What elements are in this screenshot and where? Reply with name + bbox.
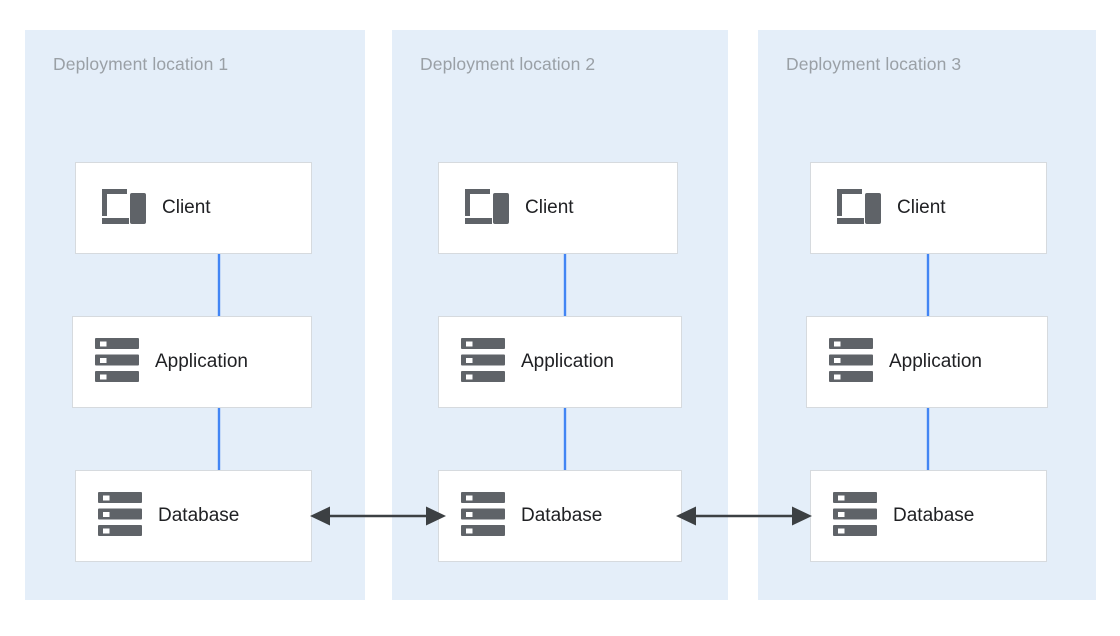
- server-rack-icon: [461, 336, 505, 389]
- deployment-location-panel-2: Deployment location 2 Client: [392, 30, 728, 600]
- server-rack-icon: [95, 336, 139, 389]
- node-label-application-1: Application: [155, 351, 248, 372]
- node-label-database-3: Database: [893, 505, 975, 526]
- node-application-2[interactable]: Application: [438, 316, 682, 408]
- node-label-client-3: Client: [897, 197, 946, 218]
- node-label-client-2: Client: [525, 197, 574, 218]
- node-database-2[interactable]: Database: [438, 470, 682, 562]
- node-application-1[interactable]: Application: [72, 316, 312, 408]
- panel-title-2: Deployment location 2: [420, 54, 596, 74]
- panel-title-3: Deployment location 3: [786, 54, 962, 74]
- node-label-application-3: Application: [889, 351, 982, 372]
- node-label-application-2: Application: [521, 351, 614, 372]
- server-rack-icon: [461, 490, 505, 543]
- node-client-3[interactable]: Client: [810, 162, 1047, 254]
- node-client-2[interactable]: Client: [438, 162, 678, 254]
- node-database-1[interactable]: Database: [75, 470, 312, 562]
- replication-arrow-db2-db3: [676, 506, 812, 526]
- server-rack-icon: [98, 490, 142, 543]
- deployment-location-panel-1: Deployment location 1 Client: [25, 30, 365, 600]
- node-application-3[interactable]: Application: [806, 316, 1048, 408]
- client-devices-icon: [833, 185, 881, 232]
- replication-arrow-db1-db2: [310, 506, 446, 526]
- node-label-database-1: Database: [158, 505, 240, 526]
- client-devices-icon: [461, 185, 509, 232]
- server-rack-icon: [829, 336, 873, 389]
- server-rack-icon: [833, 490, 877, 543]
- panel-title-1: Deployment location 1: [53, 54, 229, 74]
- deployment-location-panel-3: Deployment location 3 Client: [758, 30, 1096, 600]
- node-label-client-1: Client: [162, 197, 211, 218]
- node-label-database-2: Database: [521, 505, 603, 526]
- node-client-1[interactable]: Client: [75, 162, 312, 254]
- client-devices-icon: [98, 185, 146, 232]
- node-database-3[interactable]: Database: [810, 470, 1047, 562]
